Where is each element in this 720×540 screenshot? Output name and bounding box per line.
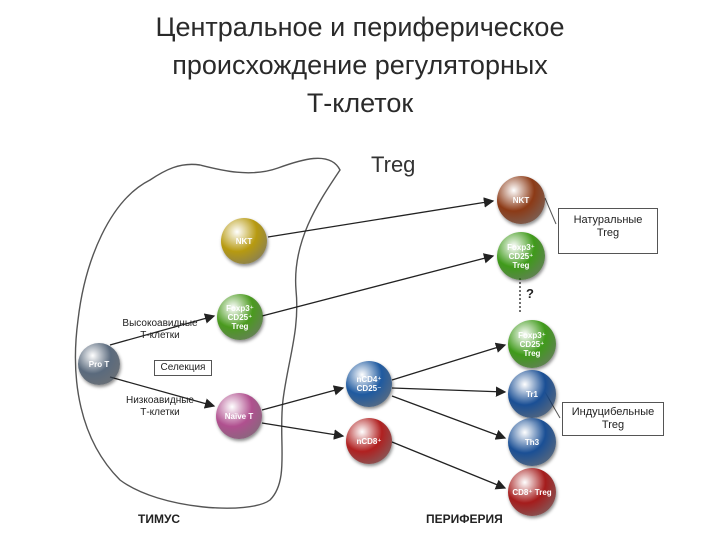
question-mark: ?	[526, 286, 534, 301]
nkt-thymus-cell: NKT	[221, 218, 267, 264]
arrow-ncd4-to-tr1	[391, 386, 507, 397]
title-line-1: Центральное и периферическое	[155, 12, 565, 42]
arrow-nkt-thymus-periphery	[267, 197, 495, 238]
low-avidity-label: Низкоавидные Т-клетки	[125, 395, 194, 418]
treg-header: Treg	[371, 152, 416, 177]
arrow-foxp3-thymus-periphery	[261, 253, 495, 317]
arrow-protcell-high	[109, 313, 216, 346]
page-title: Центральное и периферическое происхожден…	[0, 8, 720, 122]
arrow-naive-to-ncd8	[261, 422, 345, 440]
thymus-outline	[74, 157, 341, 509]
periphery-label: ПЕРИФЕРИЯ	[426, 512, 503, 526]
nkt-periphery-cell: NKT	[497, 176, 545, 224]
arrow-protcell-low	[109, 376, 216, 409]
natural-bracket	[544, 197, 557, 225]
natural-treg-box: Натуральные Treg	[558, 208, 658, 254]
thymus-label: ТИМУС	[138, 512, 181, 526]
cd8-treg-cell: CD8⁺ Treg	[508, 468, 556, 516]
arrow-naive-to-ncd4	[261, 385, 345, 411]
induced-treg-box: Индуцибельные Treg	[562, 402, 664, 436]
title-line-3: Т-клеток	[306, 88, 414, 118]
ncd4-cell: nCD4⁺ CD25⁻	[346, 361, 392, 407]
selection-box: Селекция	[154, 360, 212, 376]
arrow-ncd8-to-cd8treg	[391, 441, 507, 490]
tr1-cell: Tr1	[508, 370, 556, 418]
foxp3-induced-cell: Foxp3⁺ CD25⁺ Treg	[508, 320, 556, 368]
arrow-ncd4-to-foxp3	[391, 342, 507, 381]
ncd8-cell: nCD8⁺	[346, 418, 392, 464]
foxp3-natural-cell: Foxp3⁺ CD25⁺ Treg	[497, 232, 545, 280]
foxp3-thymus-cell: Foxp3⁺ CD25⁺ Treg	[217, 294, 263, 340]
high-avidity-label: Высокоавидные Т-клетки	[122, 318, 198, 341]
pro-t-cell: Pro T	[78, 343, 120, 385]
arrow-ncd4-to-th3	[391, 395, 507, 440]
naive-t-cell: Naïve T	[216, 393, 262, 439]
th3-cell: Th3	[508, 418, 556, 466]
title-line-2: происхождение регуляторных	[172, 50, 548, 80]
